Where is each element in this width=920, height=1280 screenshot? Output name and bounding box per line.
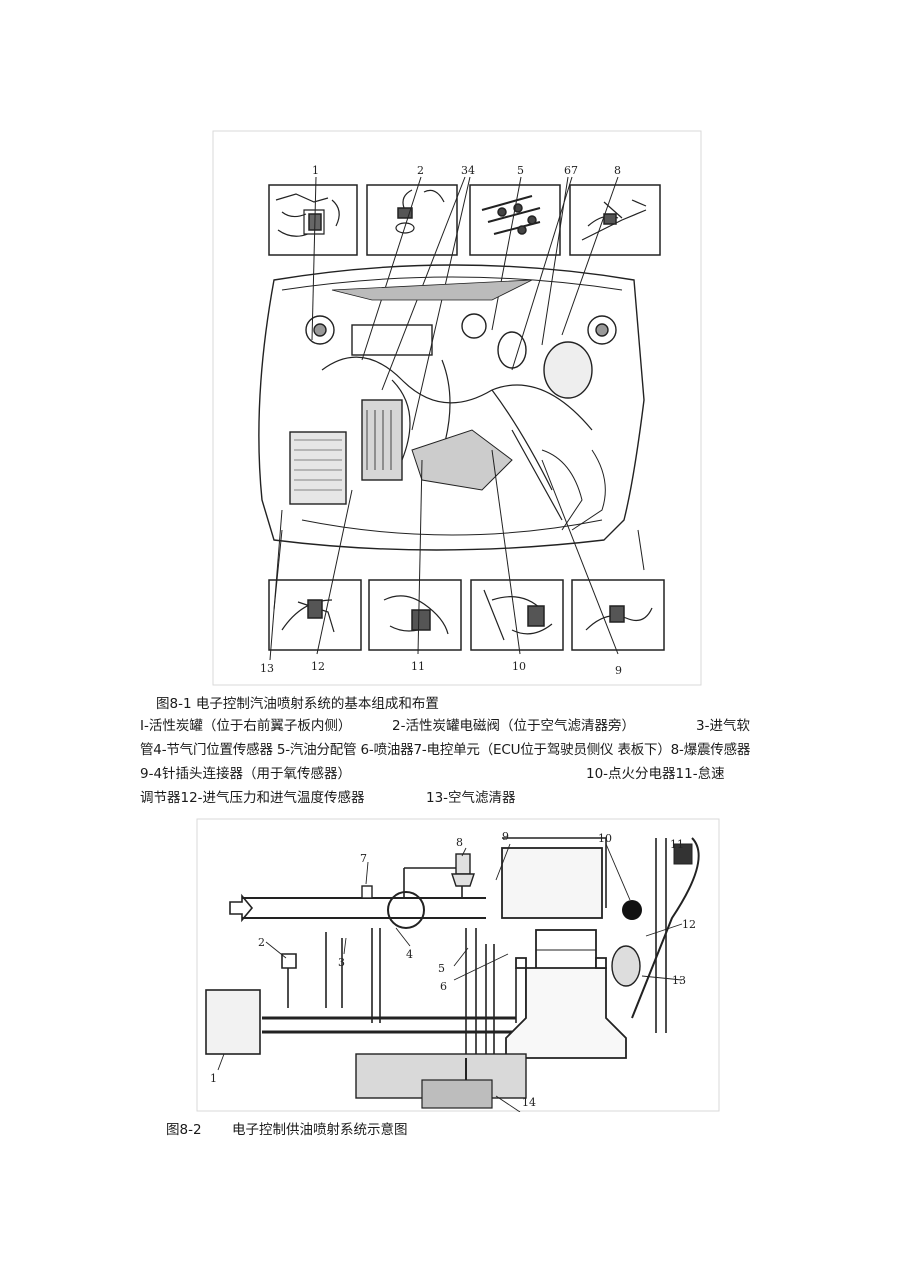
callout-11: 11 — [411, 660, 425, 673]
fig2-callout-10: 10 — [598, 832, 612, 845]
fig2-callout-3: 3 — [338, 956, 345, 969]
fig2-callout-9: 9 — [502, 830, 509, 843]
callout-13: 13 — [260, 662, 274, 675]
fig2-callout-5: 5 — [438, 962, 445, 975]
detail-box-12 — [268, 579, 362, 651]
legend-line-4-part-2: 13-空气滤清器 — [426, 790, 516, 806]
callout-2: 2 — [417, 164, 424, 177]
fig2-callout-8: 8 — [456, 836, 463, 849]
detail-box-2 — [366, 184, 458, 256]
callout-1: 1 — [312, 164, 319, 177]
fig2-callout-2: 2 — [258, 936, 265, 949]
legend-line-1-part-2: 2-活性炭罐电磁阀（位于空气滤清器旁） — [392, 718, 635, 734]
fig2-callout-13: 13 — [672, 974, 686, 987]
legend-line-3-part-1: 9-4针插头连接器（用于氧传感器） — [140, 766, 352, 782]
engine-bay — [258, 264, 645, 611]
callout-8: 8 — [614, 164, 621, 177]
fig2-callout-6: 6 — [440, 980, 447, 993]
callout-5: 5 — [517, 164, 524, 177]
figure-8-2-injection-schematic: 1 2 3 4 5 6 7 8 9 10 11 12 13 14 — [196, 818, 720, 1112]
fig2-callout-11: 11 — [670, 838, 684, 851]
fig2-callout-14: 14 — [522, 1096, 536, 1109]
engine-block — [501, 847, 627, 1059]
legend-line-3-part-2: 10-点火分电器11-怠速 — [586, 766, 725, 782]
callout-67: 67 — [564, 164, 578, 177]
ecu-box — [205, 989, 261, 1055]
detail-box-9 — [571, 579, 665, 651]
detail-box-11 — [368, 579, 462, 651]
legend-line-4-part-1: 调节器12-进气压力和进气温度传感器 — [140, 790, 365, 806]
detail-box-10 — [470, 579, 564, 651]
callout-34: 34 — [461, 164, 475, 177]
legend-line-2: 管4-节气门位置传感器 5-汽油分配管 6-喷油器7-电控单元（ECU位于驾驶员… — [140, 742, 751, 758]
figure-8-2-caption-text: 电子控制供油喷射系统示意图 — [232, 1122, 408, 1138]
fuel-tank — [355, 1053, 527, 1109]
callout-9: 9 — [615, 664, 622, 677]
legend-line-1-part-1: I-活性炭罐（位于右前翼子板内侧） — [140, 718, 352, 734]
fig2-callout-4: 4 — [406, 948, 413, 961]
callout-12: 12 — [311, 660, 325, 673]
fig2-callout-7: 7 — [360, 852, 367, 865]
figure-8-1-engine-bay-illustration: 1 2 34 5 67 8 — [212, 130, 702, 686]
figure-8-2-caption-label: 图8-2 — [166, 1122, 202, 1138]
callout-10: 10 — [512, 660, 526, 673]
figure-8-1-caption: 图8-1 电子控制汽油喷射系统的基本组成和布置 — [156, 696, 439, 712]
fig2-callout-12: 12 — [682, 918, 696, 931]
legend-line-1-part-3: 3-进气软 — [696, 718, 750, 734]
fig2-callout-1: 1 — [210, 1072, 217, 1085]
